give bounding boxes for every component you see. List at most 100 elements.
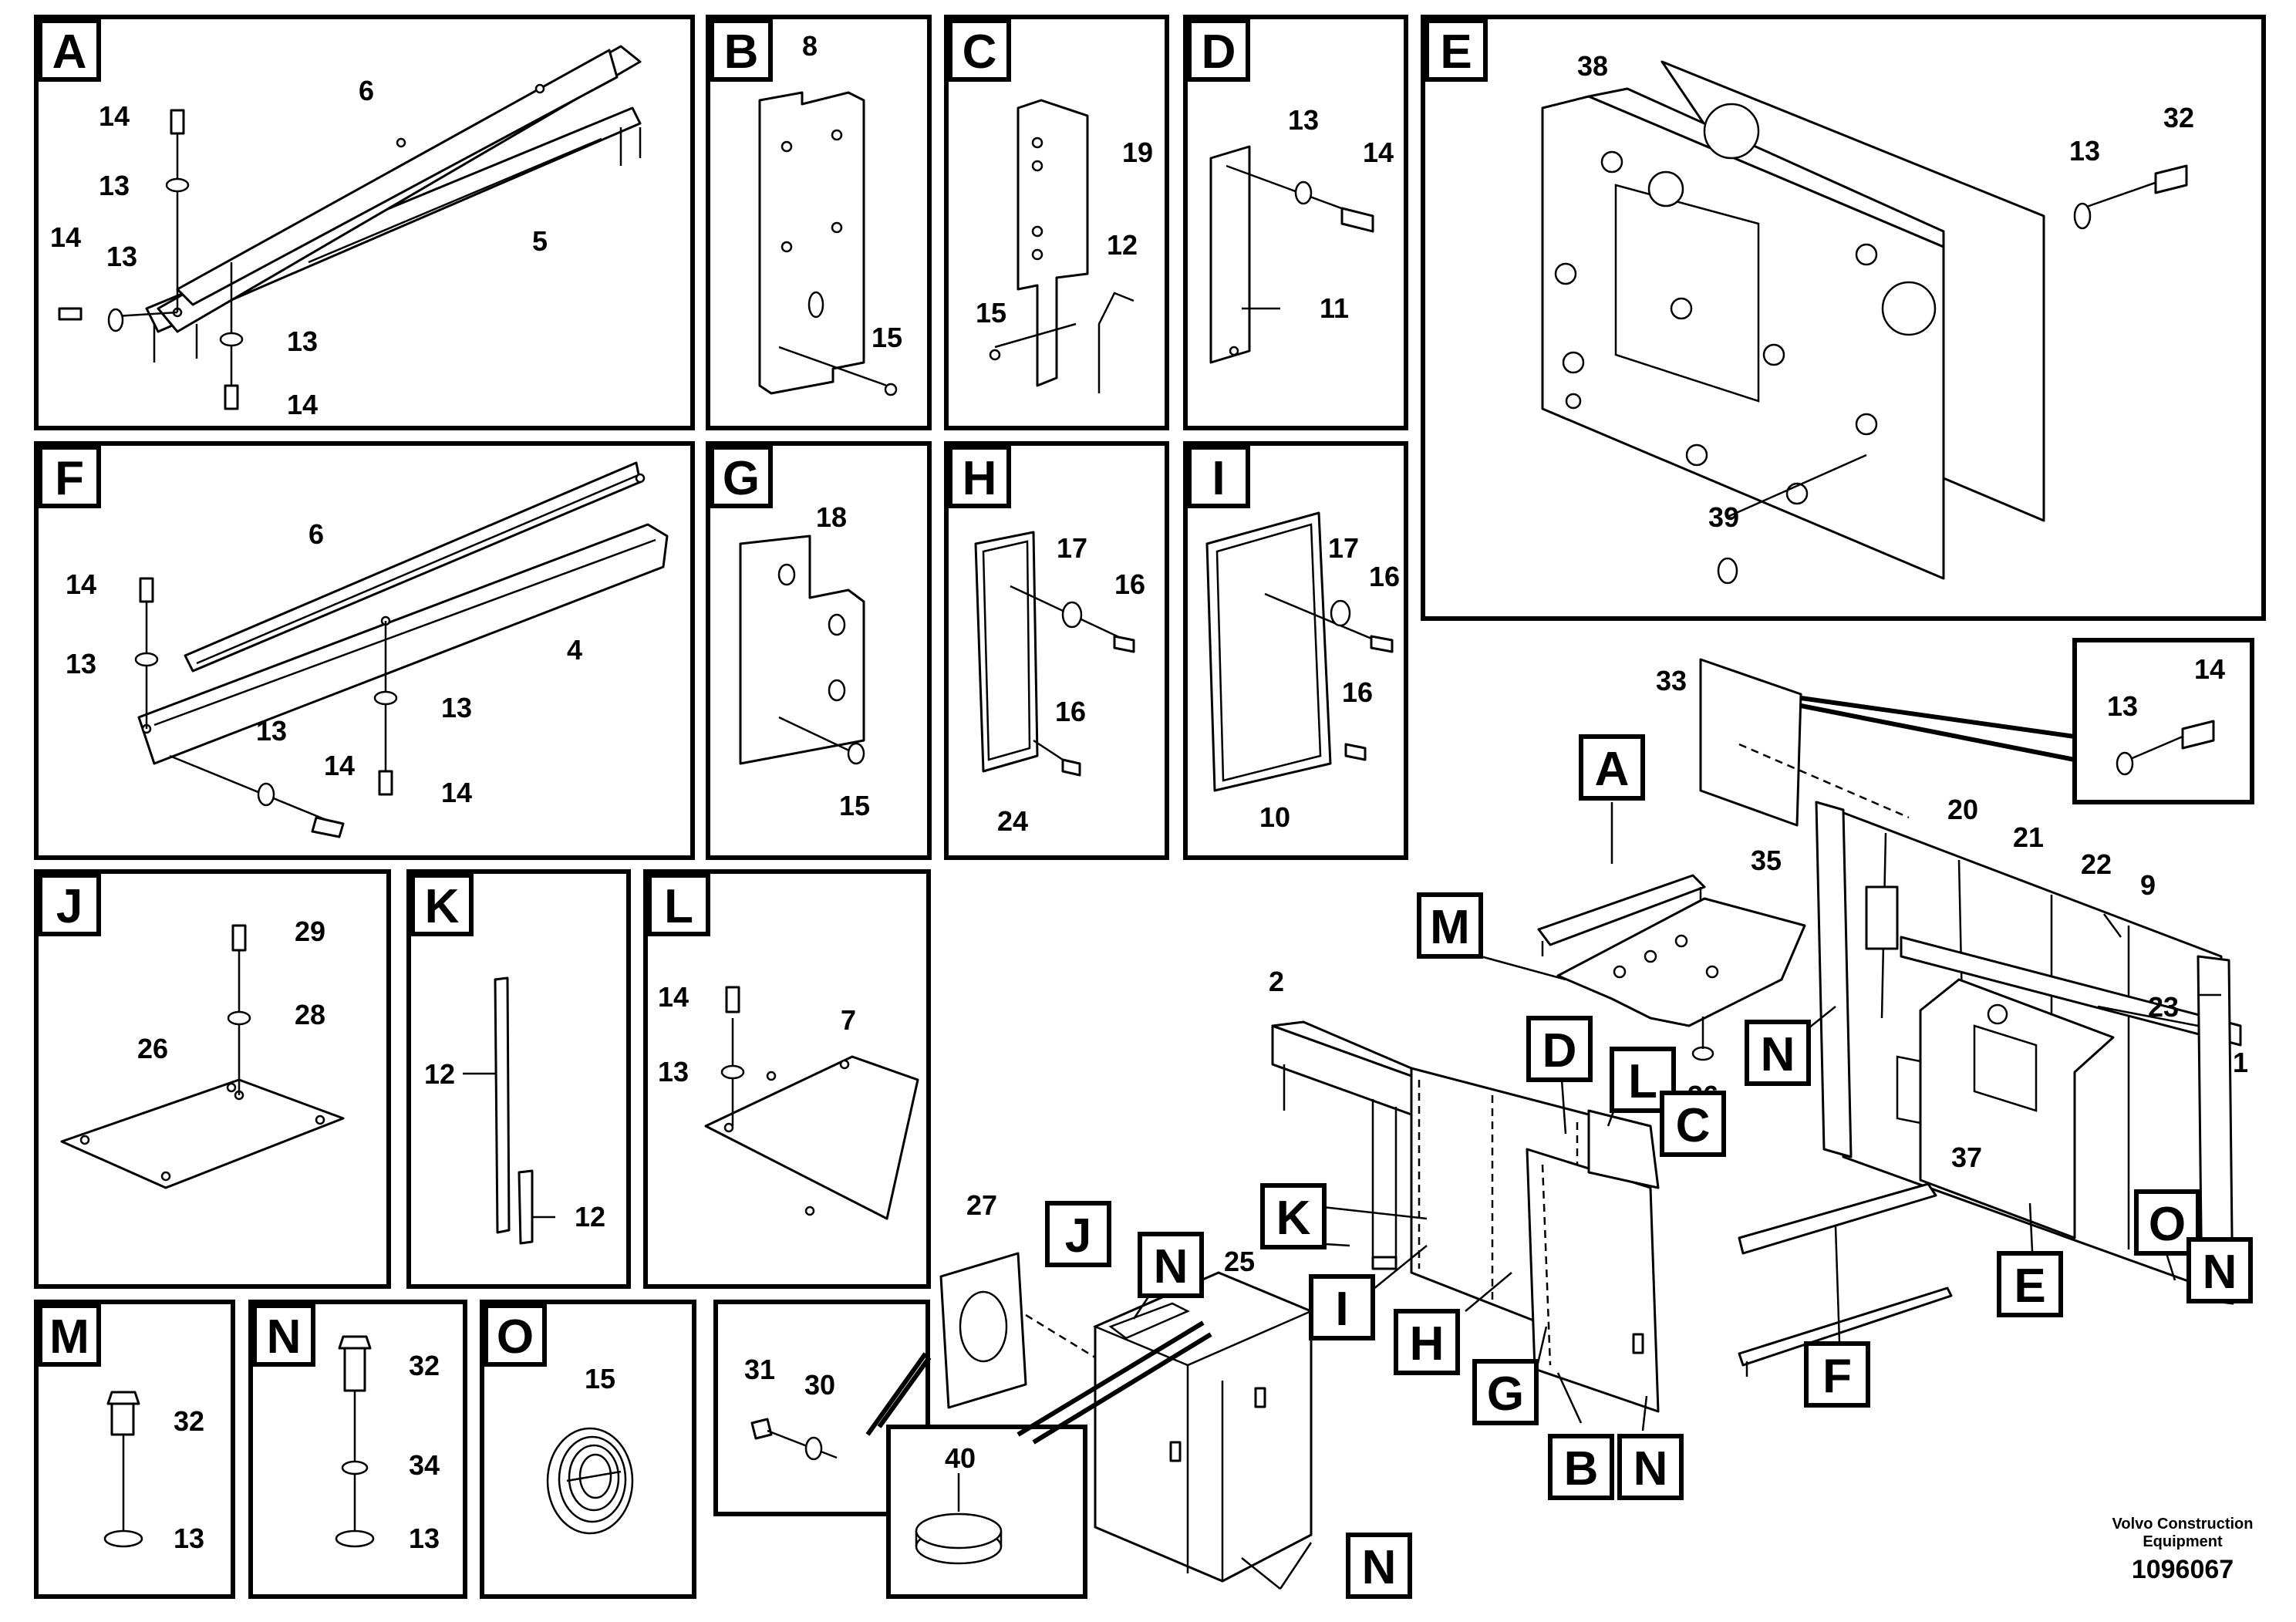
label-a-5: 5 (532, 225, 548, 257)
callout-n-right: N (1761, 1028, 1795, 1081)
label-b-8: 8 (802, 30, 818, 62)
part-3-rail (1738, 1286, 1953, 1367)
callout-n-cage: N (1362, 1541, 1397, 1594)
panel-e-letter: E (1440, 25, 1472, 79)
detail-bolt-box (2072, 638, 2254, 804)
label-b-15: 15 (872, 322, 902, 353)
callout-m: M (1430, 901, 1470, 954)
label-c-19: 19 (1122, 137, 1153, 168)
label-k-12-short: 12 (575, 1201, 605, 1233)
callout-j: J (1065, 1209, 1091, 1263)
panel-f: F 6 4 14 13 13 13 14 14 (34, 441, 695, 860)
callout-n-far-right: N (2203, 1246, 2237, 1299)
label-f-13-right: 13 (441, 692, 472, 723)
panel-g-letter: G (723, 452, 760, 505)
main-assembly: 33 14 13 20 21 22 9 35 23 1 2 36 37 3 27… (865, 638, 2254, 1599)
part-a-bracket (1537, 874, 1706, 946)
label-g-15: 15 (839, 790, 870, 821)
company-name-line1: Volvo Construction (2112, 1516, 2254, 1533)
label-main-2: 2 (1269, 966, 1284, 997)
label-i-10: 10 (1259, 801, 1290, 833)
label-a-6: 6 (359, 75, 374, 106)
label-main-23: 23 (2148, 991, 2179, 1023)
panel-i: I 17 16 16 10 (1183, 441, 1408, 860)
panel-h: H 17 16 16 24 (944, 441, 1169, 860)
callout-e: E (2014, 1259, 2045, 1313)
label-j-28: 28 (295, 999, 325, 1030)
label-f-14-top: 14 (66, 568, 96, 600)
label-e-13: 13 (2069, 135, 2100, 167)
label-f-13-left: 13 (256, 715, 287, 747)
callout-c: C (1676, 1099, 1711, 1152)
detail-cap-box (886, 1425, 1087, 1599)
label-l-7: 7 (841, 1004, 856, 1036)
company-name-line2: Equipment (2143, 1533, 2223, 1550)
callout-i: I (1335, 1283, 1348, 1336)
label-d-14: 14 (1363, 137, 1394, 168)
label-f-4: 4 (567, 634, 582, 666)
plate-drawing (1541, 60, 2188, 585)
label-n-34: 34 (409, 1449, 440, 1481)
label-m-32: 32 (174, 1405, 204, 1437)
label-k-12-long: 12 (424, 1058, 455, 1090)
label-i-16-top: 16 (1369, 561, 1400, 592)
part-35-floor (1556, 897, 1806, 1027)
panel-i-letter: I (1212, 452, 1225, 505)
label-a-14-left: 14 (50, 221, 81, 253)
label-d-13: 13 (1288, 104, 1319, 136)
label-i-16-bottom: 16 (1342, 676, 1373, 708)
panel-l-letter: L (664, 880, 693, 933)
panel-a: A 6 5 14 13 14 13 13 (34, 15, 695, 430)
label-h-16-bottom: 16 (1055, 696, 1086, 727)
panel-k-letter: K (425, 880, 460, 933)
panel-n-letter: N (267, 1310, 302, 1364)
callout-n-bottom: N (1633, 1442, 1668, 1496)
label-i-17: 17 (1328, 532, 1359, 564)
part-25-cage (1094, 1271, 1313, 1583)
label-d-11: 11 (1320, 292, 1349, 324)
panel-a-letter: A (52, 25, 87, 79)
label-h-24: 24 (997, 805, 1028, 837)
callout-b: B (1564, 1442, 1599, 1496)
panel-d: D 13 14 11 (1183, 15, 1408, 430)
panel-n: N 32 34 13 (248, 1300, 467, 1599)
label-n-32: 32 (409, 1350, 440, 1381)
rail-part-drawing (58, 45, 642, 410)
panel-e: E 38 32 13 39 (1421, 15, 2266, 621)
label-a-13-bottom: 13 (287, 325, 318, 357)
label-a-14-bottom: 14 (287, 389, 318, 420)
label-main-13: 13 (2107, 690, 2138, 722)
part-33-plate (1699, 658, 1802, 827)
label-main-27: 27 (966, 1189, 997, 1221)
callout-d: D (1542, 1024, 1577, 1077)
label-main-1: 1 (2233, 1047, 2248, 1078)
label-j-26: 26 (137, 1033, 168, 1064)
callout-f: F (1822, 1350, 1852, 1403)
label-main-40: 40 (945, 1442, 976, 1474)
panel-g: G 18 15 (706, 441, 932, 860)
panel-b-letter: B (724, 25, 759, 79)
label-l-14: 14 (658, 981, 689, 1013)
label-f-14-mid: 14 (324, 750, 355, 781)
label-main-37: 37 (1951, 1141, 1982, 1173)
panel-d-letter: D (1202, 25, 1236, 79)
label-main-14: 14 (2194, 653, 2225, 685)
callout-o: O (2149, 1198, 2186, 1251)
coil-drawing (546, 1427, 634, 1535)
part-37-plate (1919, 978, 2115, 1239)
label-h-16-top: 16 (1114, 568, 1145, 600)
label-c-12: 12 (1107, 229, 1138, 261)
panel-h-letter: H (963, 452, 997, 505)
panel-o: O 15 (480, 1300, 696, 1599)
label-p-31: 31 (744, 1354, 775, 1385)
label-f-6: 6 (308, 518, 324, 550)
panel-c-letter: C (963, 25, 997, 79)
panel-f-letter: F (55, 452, 84, 505)
label-e-38: 38 (1577, 50, 1608, 82)
label-main-22: 22 (2081, 848, 2112, 880)
panel-b: B 8 15 (706, 15, 932, 430)
label-main-33: 33 (1656, 665, 1687, 696)
label-main-20: 20 (1947, 794, 1978, 825)
label-main-25: 25 (1224, 1246, 1255, 1277)
callout-a: A (1595, 743, 1630, 796)
